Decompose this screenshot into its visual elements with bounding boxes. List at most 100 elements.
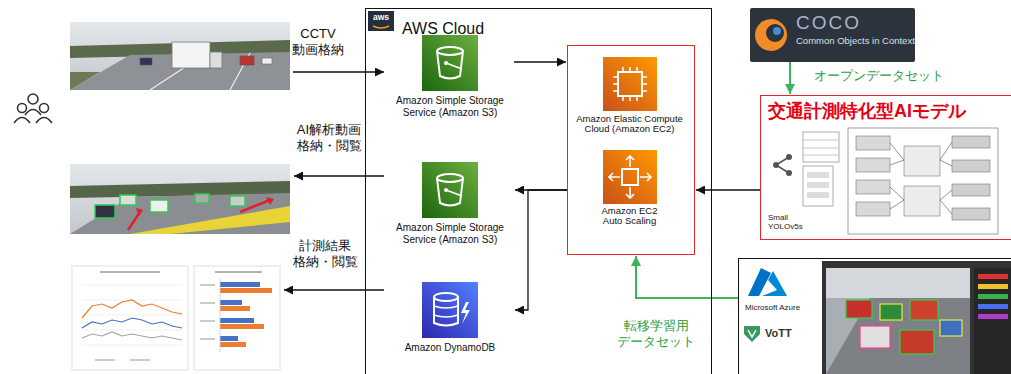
yolo-network-illustration (807, 172, 829, 178)
vott-screenshot (900, 330, 934, 354)
vott-screenshot (826, 268, 970, 298)
vott-logo (744, 326, 760, 342)
cctv-photo (240, 56, 254, 65)
flow-arrows (294, 175, 384, 176)
aws-logo (368, 11, 394, 31)
aws-logo (368, 11, 394, 31)
coco-logo (766, 24, 784, 42)
dataset-logo-box: COCOCommon Objects in Context (750, 8, 915, 62)
node-label: 交通計測特化型AIモデル (768, 101, 1011, 123)
result-charts (220, 300, 242, 305)
yolo-network-illustration (856, 202, 890, 216)
vott-screenshot (846, 300, 872, 318)
service-node: Amazon Simple Storage Service (Amazon S3… (387, 33, 513, 120)
background-drawing (422, 35, 478, 91)
label-slot: aws (368, 13, 394, 22)
cctv-photo (70, 22, 290, 90)
node-label: Amazon Elastic Compute Cloud (Amazon EC2… (572, 114, 688, 136)
dynamodb-icon (461, 302, 470, 324)
result-charts (220, 282, 260, 287)
analysis-photo (230, 196, 245, 206)
result-charts (220, 342, 246, 347)
analysis-photo (128, 212, 140, 230)
edge-label-slot: 転移学習用 データセット (606, 318, 706, 351)
yolo-network-illustration (776, 157, 789, 173)
users-icon (40, 104, 49, 113)
yolo-network-illustration (807, 192, 829, 198)
result-charts (220, 278, 221, 352)
node-label: COCO (796, 13, 915, 34)
analysis-photo (95, 205, 115, 218)
connector-arrow (514, 61, 566, 62)
compute-group: Amazon Elastic Compute Cloud (Amazon EC2… (567, 45, 695, 255)
node-label: Amazon Simple Storage Service (Amazon S3… (389, 222, 511, 245)
analysis-photo (136, 208, 143, 216)
dynamodb-icon (434, 293, 458, 301)
yolo-network-illustration (848, 128, 998, 234)
analysis-photo (150, 200, 168, 212)
dynamodb-icon (434, 306, 458, 317)
vott-screenshot (974, 268, 1011, 374)
users-icon (14, 94, 52, 123)
yolo-network-illustration (856, 158, 890, 172)
ec2-icon (613, 67, 647, 101)
node-label: Amazon EC2 Auto Scaling (597, 206, 663, 228)
yolo-network-illustration (856, 136, 890, 150)
node-label: VoTT (765, 327, 1011, 340)
background-drawing (422, 162, 478, 218)
analysis-photo (70, 164, 290, 234)
analysis-photo (195, 194, 209, 203)
ec2-icon (603, 57, 657, 111)
azure-logo (748, 268, 787, 296)
yolo-network-illustration (856, 180, 890, 194)
connector-arrow (696, 189, 760, 190)
result-charts (82, 332, 182, 340)
vott-screenshot (826, 268, 970, 374)
result-charts (194, 266, 280, 370)
users-icon (18, 104, 27, 113)
result-charts (100, 271, 160, 273)
cctv-photo (70, 72, 100, 90)
service-node: Amazon Simple Storage Service (Amazon S3… (387, 160, 513, 247)
yolo-network-illustration (803, 140, 839, 155)
logo-text: aws (368, 13, 394, 22)
analysis-photo (240, 200, 270, 212)
result-charts (200, 285, 215, 339)
users-icon (14, 118, 30, 124)
label-slot: AI解析動画 格納・閲覧 (288, 122, 370, 155)
yolo-network-illustration (773, 128, 998, 234)
yolo-network-illustration (803, 132, 839, 162)
cctv-photo (70, 22, 290, 90)
autoscaling-icon (609, 156, 651, 198)
vott-logo (748, 330, 756, 337)
vott-screenshot (978, 294, 1008, 299)
users-icon (25, 110, 41, 116)
edge-label-slot: オープンデータセット (814, 68, 1004, 84)
flow-arrows (284, 289, 384, 290)
vott-screenshot (978, 314, 1008, 319)
result-charts (72, 266, 280, 370)
vott-screenshot (826, 298, 970, 374)
flow-label: AI解析動画 格納・閲覧 (288, 122, 370, 155)
analysis-photo (266, 197, 274, 205)
node-label: Microsoft Azure (745, 303, 1011, 313)
autoscaling-icon (622, 169, 638, 185)
vott-screenshot (978, 274, 1008, 279)
flow-arrows (293, 71, 384, 72)
connector-arrow (636, 256, 738, 298)
result-charts (220, 288, 272, 293)
flow-label: 計測結果 格納・閲覧 (285, 238, 365, 271)
yolo-network-illustration (952, 160, 990, 172)
connector-arrow (789, 62, 791, 94)
connector-arrow (515, 190, 567, 310)
dynamodb-icon (422, 282, 478, 338)
coco-logo (773, 27, 781, 35)
dynamodb-icon (434, 297, 458, 326)
yolo-network-illustration (904, 186, 940, 216)
result-charts (220, 324, 264, 329)
cctv-photo (210, 52, 222, 68)
coco-logo (750, 8, 915, 62)
